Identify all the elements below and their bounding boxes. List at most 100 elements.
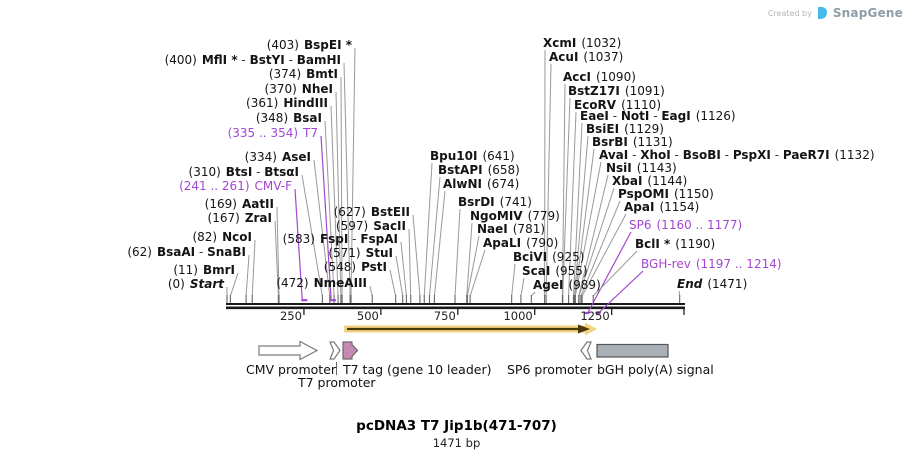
- site-name: ApaI: [624, 200, 655, 214]
- site-label-bsrbi[interactable]: BsrBI(1131): [592, 136, 673, 149]
- site-label-alwni[interactable]: AlwNI(674): [443, 178, 519, 191]
- site-label-avai-xhoi-bsobi-pspxi-paer7i[interactable]: AvaI - XhoI - BsoBI - PspXI - PaeR7I(113…: [599, 149, 875, 162]
- site-position: (597): [335, 219, 369, 233]
- site-label-scai[interactable]: ScaI(955): [522, 265, 588, 278]
- site-label-nmeaiii[interactable]: (472)NmeAIII: [276, 277, 367, 290]
- site-name: SacII: [373, 219, 406, 233]
- site-name: ZraI: [244, 211, 272, 225]
- site-label-bgh-rev[interactable]: BGH-rev(1197 .. 1214): [641, 258, 782, 271]
- site-label-bcli[interactable]: BclI *(1190): [635, 238, 715, 251]
- site-name: BstAPI: [438, 163, 483, 177]
- site-label-aatii[interactable]: (169)AatII: [205, 198, 274, 211]
- site-position: (472): [276, 276, 309, 290]
- site-label-bspei[interactable]: (403)BspEI *: [267, 39, 352, 52]
- site-label-bmti[interactable]: (374)BmtI: [269, 68, 338, 81]
- site-label-bpu10i[interactable]: Bpu10I (641): [430, 150, 515, 163]
- site-label-ngomiv[interactable]: NgoMIV(779): [470, 210, 560, 223]
- feature-label-bgh-polya[interactable]: bGH poly(A) signal: [597, 362, 714, 377]
- site-label-nhei[interactable]: (370)NheI: [265, 83, 333, 96]
- site-name: BclI *: [635, 237, 671, 251]
- site-label-bstapi[interactable]: BstAPI(658): [438, 164, 520, 177]
- t7-tag-arrow[interactable]: [342, 341, 359, 360]
- site-label-t7[interactable]: (335 .. 354)T7: [228, 127, 318, 140]
- t7-promoter-arrow[interactable]: [329, 341, 341, 360]
- site-position: (1132): [834, 148, 875, 162]
- insert-arrow[interactable]: [344, 322, 597, 336]
- site-label-bmri[interactable]: (11)BmrI: [173, 264, 235, 277]
- site-label-zrai[interactable]: (167)ZraI: [208, 212, 272, 225]
- site-position: (1032): [581, 36, 622, 50]
- site-position: (779): [527, 209, 560, 223]
- site-label-hindiii[interactable]: (361)HindIII: [246, 97, 328, 110]
- site-position: (1131): [632, 135, 673, 149]
- site-label-naei[interactable]: NaeI(781): [477, 223, 545, 236]
- site-name: AccI: [563, 70, 591, 84]
- site-position: (674): [487, 177, 520, 191]
- site-name: BsaAI - SnaBI: [156, 245, 246, 259]
- site-position: (62): [127, 245, 152, 259]
- site-label-pspomi[interactable]: PspOMI(1150): [618, 188, 714, 201]
- feature-label-cmv-promoter[interactable]: CMV promoter: [246, 362, 337, 377]
- site-name: ApaLI: [483, 236, 522, 250]
- site-label-bstz17i[interactable]: BstZ17I(1091): [568, 85, 665, 98]
- site-name: XcmI: [543, 36, 577, 50]
- site-label-eaei-noti-eagi[interactable]: EaeI - NotI - EagI(1126): [580, 110, 736, 123]
- site-label-bsai[interactable]: (348)BsaI: [256, 112, 322, 125]
- site-name: StuI: [365, 246, 393, 260]
- site-label-acci[interactable]: AccI(1090): [563, 71, 636, 84]
- cmv-promoter-arrow[interactable]: [258, 340, 319, 361]
- site-label-ncoi[interactable]: (82)NcoI: [192, 231, 252, 244]
- site-label-ecorv[interactable]: EcoRV(1110): [574, 99, 661, 112]
- site-position: (1110): [621, 98, 661, 112]
- site-label-psti[interactable]: (548)PstI: [324, 261, 387, 274]
- site-label-bcivi[interactable]: BciVI(925): [513, 251, 584, 264]
- site-label-fspi-fspai[interactable]: (583)FspI - FspAI: [283, 233, 398, 246]
- site-label-xbai[interactable]: XbaI(1144): [612, 175, 687, 188]
- site-label-mfli-bstyi-bamhi[interactable]: (400)MflI * - BstYI - BamHI: [165, 54, 341, 67]
- site-name: BsrDI: [458, 195, 495, 209]
- site-position: (1129): [624, 122, 664, 136]
- site-position: (583): [282, 232, 315, 246]
- site-label-sp6[interactable]: SP6(1160 .. 1177): [629, 219, 742, 232]
- site-label-bsiei[interactable]: BsiEI(1129): [586, 123, 664, 136]
- site-name: AatII: [241, 197, 274, 211]
- site-label-nsii[interactable]: NsiI(1143): [606, 162, 677, 175]
- site-label-bsrdi[interactable]: BsrDI(741): [458, 196, 532, 209]
- site-label-apai[interactable]: ApaI (1154): [624, 201, 699, 214]
- site-position: (1144): [647, 174, 688, 188]
- site-label-cmv-f[interactable]: (241 .. 261)CMV-F: [179, 180, 292, 193]
- site-position: (955): [555, 264, 588, 278]
- site-label-agei[interactable]: AgeI(989): [533, 279, 601, 292]
- site-name: Bpu10I: [430, 149, 478, 163]
- map-backbone: [226, 303, 685, 310]
- feature-label-t7-tag[interactable]: T7 tag (gene 10 leader): [343, 362, 492, 377]
- feature-label-t7-promoter[interactable]: T7 promoter: [298, 375, 376, 390]
- site-position: (1154): [659, 200, 700, 214]
- site-position: (310): [188, 165, 221, 179]
- site-position: (374): [268, 67, 302, 81]
- site-label-acui[interactable]: AcuI(1037): [549, 51, 623, 64]
- site-position: (1197 .. 1214): [695, 257, 782, 271]
- site-position: (403): [266, 38, 299, 52]
- site-position: (790): [526, 236, 559, 250]
- map-title: pcDNA3 T7 Jip1b(471-707): [356, 418, 557, 434]
- site-label-asei[interactable]: (334)AseI: [245, 151, 311, 164]
- site-label-sacii[interactable]: (597) SacII: [336, 220, 406, 233]
- site-position: (82): [192, 230, 218, 244]
- site-label-apali[interactable]: ApaLI (790): [483, 237, 558, 250]
- site-label-bsaai-snabi[interactable]: (62) BsaAI - SnaBI: [127, 246, 246, 259]
- site-name: NheI: [301, 82, 333, 96]
- site-label-stui[interactable]: (571)StuI: [328, 247, 393, 260]
- site-position: (641): [482, 149, 515, 163]
- site-label-bsteii[interactable]: (627)BstEII: [334, 206, 410, 219]
- site-label-btsi-bts-i[interactable]: (310)BtsI - BtsαI: [189, 166, 299, 179]
- feature-label-sp6-promoter[interactable]: SP6 promoter: [507, 362, 593, 377]
- sp6-promoter-arrow[interactable]: [580, 341, 592, 360]
- site-position: (348): [255, 111, 289, 125]
- site-label-xcmi[interactable]: XcmI (1032): [543, 37, 621, 50]
- site-position: (627): [333, 205, 366, 219]
- ruler-ticks: [303, 309, 685, 315]
- bgh-polya-box[interactable]: [596, 343, 669, 358]
